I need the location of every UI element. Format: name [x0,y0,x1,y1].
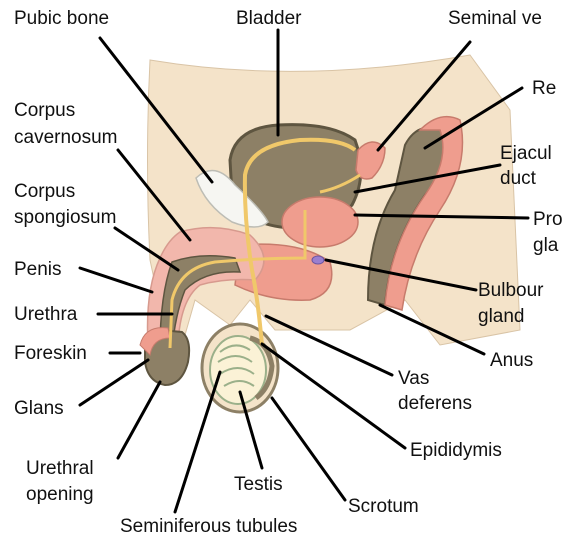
label-pubic-bone: Pubic bone [14,8,109,29]
leader-scrotum [272,398,345,500]
label-anus: Anus [490,350,533,371]
label-corpus-spongiosum-1: Corpus [14,181,75,202]
label-prostate-gland-1: Pro [533,209,563,230]
label-vas-deferens-1: Vas [398,368,429,389]
label-seminal-vesicle: Seminal ve [448,8,542,29]
leader-glans [80,360,148,405]
label-corpus-cavernosum-1: Corpus [14,100,75,121]
label-corpus-spongiosum-2: spongiosum [14,207,116,228]
label-bulbourethral-gland-2: gland [478,306,525,327]
label-corpus-cavernosum-2: cavernosum [14,127,118,148]
leader-epididymis [262,344,405,448]
label-bulbourethral-gland-1: Bulbour [478,280,544,301]
label-urethral-opening-1: Urethral [26,458,94,479]
label-glans: Glans [14,398,64,419]
leader-seminiferous-tubules [175,372,220,512]
prostate-gland [282,197,358,247]
leader-penis [80,268,152,292]
label-epididymis: Epididymis [410,440,502,461]
label-penis: Penis [14,259,62,280]
label-urethra: Urethra [14,304,78,325]
bulbourethral-gland [312,256,324,264]
label-vas-deferens-2: deferens [398,393,472,414]
label-testis: Testis [234,474,283,495]
label-ejaculatory-duct-1: Ejacul [500,143,552,164]
label-prostate-gland-2: gla [533,235,559,256]
leader-urethral-opening [118,382,160,458]
label-rectum: Re [532,78,556,99]
label-urethral-opening-2: opening [26,484,94,505]
label-seminiferous-tubules: Seminiferous tubules [120,516,297,537]
label-ejaculatory-duct-2: duct [500,168,537,189]
label-scrotum: Scrotum [348,496,419,517]
label-foreskin: Foreskin [14,343,87,364]
label-bladder: Bladder [236,8,302,29]
